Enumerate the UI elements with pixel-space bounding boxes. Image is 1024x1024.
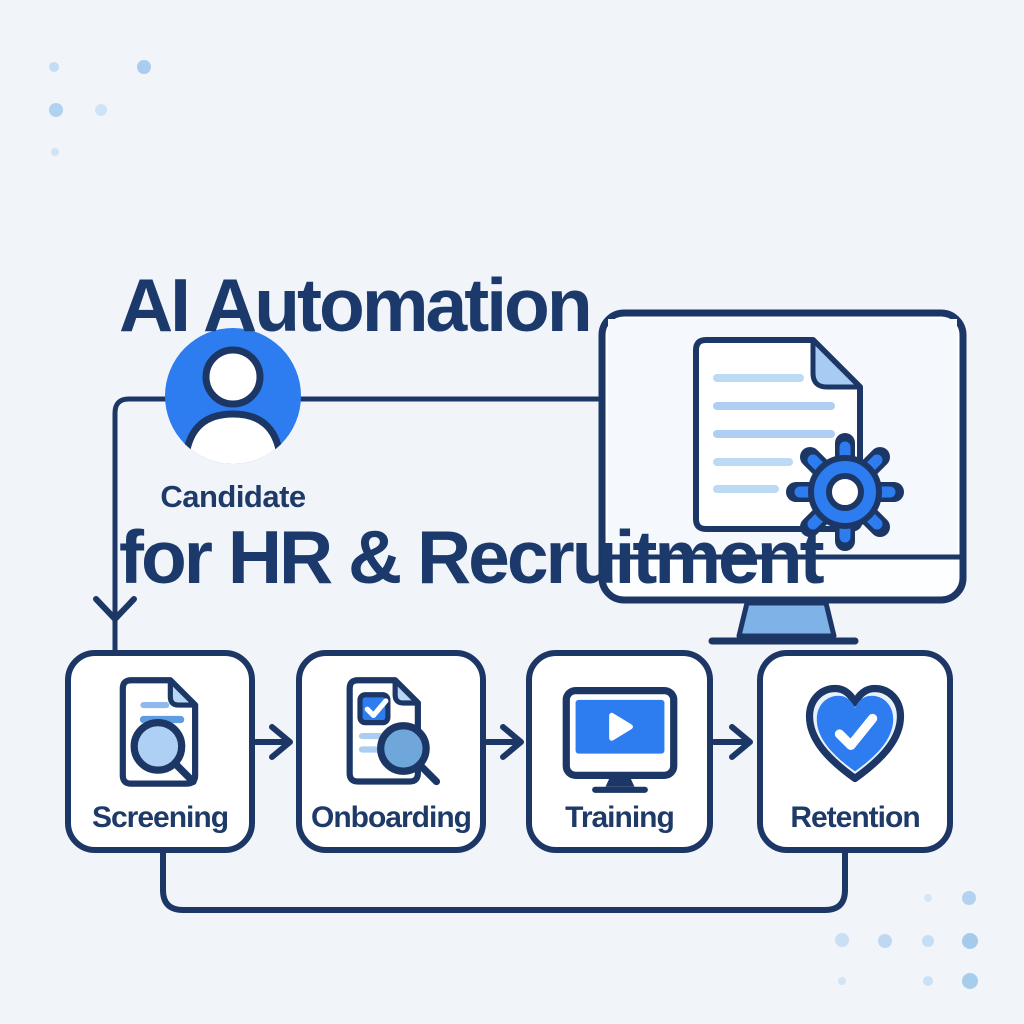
- decorative-dots-bottom-right: [835, 891, 978, 989]
- step-label-training: Training: [565, 801, 675, 834]
- down-arrowhead-icon: [93, 596, 137, 622]
- decorative-dots-top-left: [49, 60, 151, 156]
- document-gear-icon: [693, 337, 904, 551]
- resume-magnifier-icon: [98, 668, 222, 800]
- step-box-onboarding: Onboarding: [296, 650, 486, 853]
- gear-icon: [786, 433, 904, 551]
- checked-document-magnifier-icon: [329, 668, 453, 800]
- monitor-stand: [736, 600, 837, 639]
- step-box-training: Training: [526, 650, 713, 853]
- step-box-screening: Screening: [65, 650, 255, 853]
- computer-monitor-icon: [598, 309, 967, 645]
- connector-candidate-flow: [93, 396, 602, 652]
- candidate-label: Candidate: [160, 479, 306, 514]
- title-line-1: AI Automation: [119, 263, 593, 347]
- heart-checkmark-icon: [793, 668, 917, 800]
- connector-bottom-loop: [160, 850, 848, 913]
- step-label-onboarding: Onboarding: [311, 801, 472, 834]
- step-label-screening: Screening: [91, 801, 229, 834]
- step-box-retention: Retention: [757, 650, 953, 853]
- arrow-screening-to-onboarding: [253, 724, 293, 760]
- arrow-training-to-retention: [711, 724, 753, 760]
- arrow-onboarding-to-training: [484, 724, 524, 760]
- person-avatar-icon: [165, 328, 301, 464]
- title-line-2: for HR & Recruitment: [119, 515, 825, 599]
- page-title: AI Automation for HR & Recruitment: [119, 95, 825, 767]
- step-label-retention: Retention: [790, 801, 920, 834]
- flow-arrows: [253, 724, 753, 760]
- video-player-monitor-icon: [558, 668, 682, 800]
